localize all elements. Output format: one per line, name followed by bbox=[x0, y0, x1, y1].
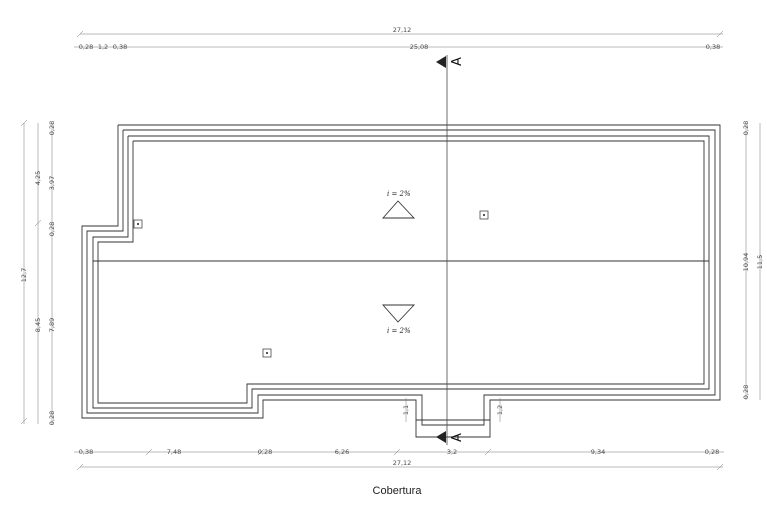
dim-top-left-b: 1,2 bbox=[98, 43, 108, 51]
dim-bottom-d: 3,2 bbox=[447, 448, 457, 456]
dim-top-left-a: 0,28 bbox=[79, 43, 93, 51]
slope-label-top: i = 2% bbox=[387, 190, 411, 198]
slope-down-arrow-icon bbox=[382, 304, 416, 323]
dim-bottom-a: 7,48 bbox=[167, 448, 181, 456]
dim-left-total: 12,7 bbox=[20, 268, 28, 282]
top-dimensions: 27,12 0,28 1,2 0,38 25,08 0,38 bbox=[74, 26, 724, 51]
dim-bottom-total: 27,12 bbox=[393, 459, 412, 467]
roof-drain-icon bbox=[133, 219, 143, 229]
section-cut: A A bbox=[436, 55, 465, 445]
dim-left-lower: 8,45 bbox=[34, 318, 42, 332]
dim-top-mid: 25,08 bbox=[410, 43, 429, 51]
section-label-bottom: A bbox=[450, 433, 465, 442]
dim-top-right: 0,38 bbox=[706, 43, 720, 51]
outline-2 bbox=[86, 129, 716, 426]
section-marker-icon bbox=[436, 431, 446, 443]
drawing-caption: Cobertura bbox=[373, 485, 423, 497]
dim-right-t2: 0,28 bbox=[742, 385, 750, 399]
dim-notch-right: 1,2 bbox=[496, 405, 504, 415]
dim-left-t1: 0,28 bbox=[48, 121, 56, 135]
section-label-top: A bbox=[450, 57, 465, 66]
dim-notch-left: 1,1 bbox=[402, 405, 410, 415]
dim-left-t2: 0,28 bbox=[48, 222, 56, 236]
bottom-dimensions: 0,38 7,48 0,28 6,26 3,2 9,34 0,28 27,12 bbox=[74, 448, 724, 471]
dim-left-t3: 0,28 bbox=[48, 411, 56, 425]
dim-top-total: 27,12 bbox=[393, 26, 412, 34]
dim-bottom-b: 0,28 bbox=[258, 448, 272, 456]
dim-top-left-c: 0,38 bbox=[113, 43, 127, 51]
dim-right-t1: 0,28 bbox=[742, 121, 750, 135]
section-marker-icon bbox=[436, 56, 446, 68]
outline-4 bbox=[97, 140, 705, 404]
dim-bottom-c: 6,26 bbox=[335, 448, 349, 456]
roof-drain-icon bbox=[262, 348, 272, 358]
dim-right-b: 11,5 bbox=[756, 255, 764, 269]
dim-bottom-left: 0,38 bbox=[79, 448, 93, 456]
dim-right-a: 10,94 bbox=[742, 253, 750, 272]
right-dimensions: 0,28 10,94 0,28 11,5 bbox=[742, 121, 764, 400]
dim-left-upper: 4,25 bbox=[34, 171, 42, 185]
dim-left-upper-inner: 3,97 bbox=[48, 176, 56, 190]
roof-drain-icon bbox=[479, 210, 489, 220]
slope-indicators: i = 2% i = 2% bbox=[382, 190, 416, 335]
dim-bottom-right: 0,28 bbox=[705, 448, 719, 456]
outer-outline bbox=[81, 124, 721, 421]
dim-left-lower-inner: 7,89 bbox=[48, 318, 56, 332]
notch-left-wall bbox=[415, 420, 491, 438]
outline-3 bbox=[92, 135, 710, 409]
roof-outline bbox=[81, 124, 721, 438]
slope-up-arrow-icon bbox=[382, 200, 416, 219]
dim-bottom-e: 9,34 bbox=[591, 448, 605, 456]
slope-label-bottom: i = 2% bbox=[387, 327, 411, 335]
left-dimensions: 12,7 4,25 8,45 0,28 3,97 0,28 7,89 0,28 bbox=[20, 119, 56, 425]
notch-dimensions: 1,1 1,2 bbox=[402, 398, 504, 422]
roof-drains bbox=[133, 210, 489, 358]
